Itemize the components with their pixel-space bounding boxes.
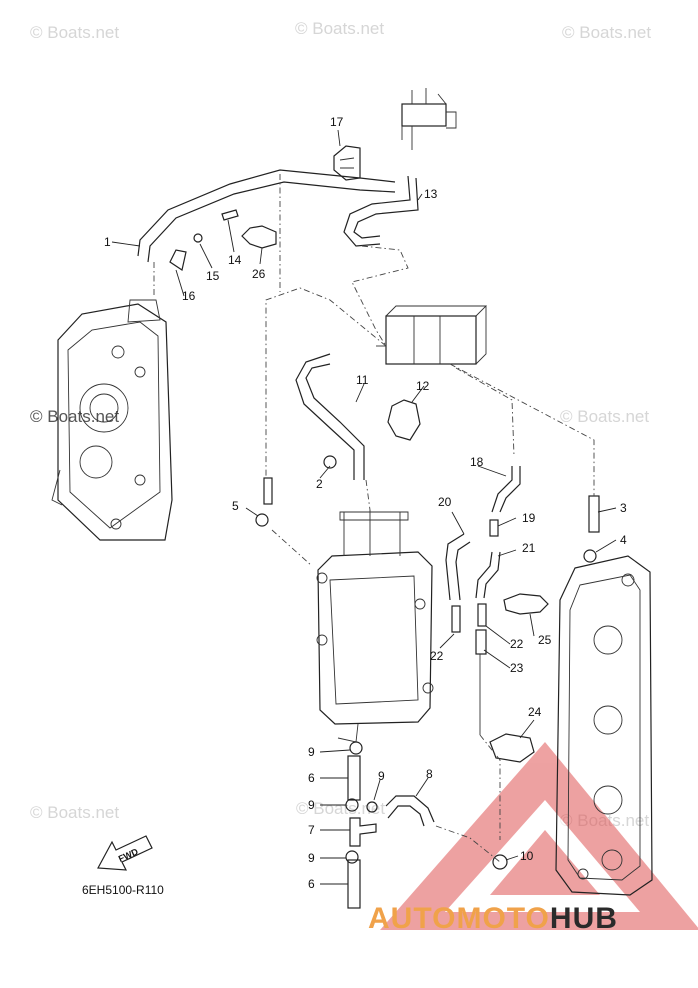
hose-16	[169, 249, 187, 271]
hose-13	[343, 175, 411, 247]
callout-1: 1	[104, 235, 111, 249]
joint-19	[489, 519, 499, 537]
tube-23	[475, 629, 487, 655]
watermark-left: © Boats.net	[30, 407, 119, 426]
callout-9d: 9	[308, 851, 315, 865]
tube-3	[588, 495, 600, 533]
callout-26: 26	[252, 267, 266, 281]
clip-9d	[345, 850, 359, 864]
joint-7	[349, 817, 377, 847]
joint-22-left	[451, 605, 461, 633]
clip-5	[255, 513, 269, 527]
cylinder-head-cover	[555, 555, 653, 896]
clip-9c	[366, 801, 378, 813]
hose-21	[475, 551, 493, 599]
joint-14	[221, 209, 239, 221]
callout-7: 7	[308, 823, 315, 837]
watermark-top-right: © Boats.net	[562, 23, 651, 42]
watermark-top-left: © Boats.net	[30, 23, 119, 42]
callout-9c: 9	[378, 769, 385, 783]
hose-1	[137, 169, 396, 257]
clamp-26	[241, 225, 277, 249]
watermark-right: © Boats.net	[560, 407, 649, 426]
clamp-12	[387, 399, 421, 441]
callout-19: 19	[522, 511, 536, 525]
clamp-25	[503, 593, 549, 615]
callout-9a: 9	[308, 745, 315, 759]
callout-9b: 9	[308, 798, 315, 812]
hose-18	[491, 466, 513, 513]
vapor-separator	[316, 510, 434, 743]
callout-6a: 6	[308, 771, 315, 785]
svg-text:FWD: FWD	[117, 846, 140, 864]
clip-2	[323, 455, 337, 469]
hose-20	[445, 533, 465, 601]
callout-23: 23	[510, 661, 524, 675]
routing-lines	[153, 174, 595, 863]
leader-lines	[111, 129, 617, 885]
tube-5	[263, 477, 273, 505]
callout-12: 12	[416, 379, 430, 393]
brand-part-2: HUB	[549, 902, 618, 935]
fwd-arrow-icon: FWD	[97, 835, 153, 871]
charcoal-canister	[376, 305, 488, 365]
diagram-code: 6EH5100-R110	[82, 883, 164, 897]
hose-11	[295, 353, 355, 480]
callout-8: 8	[426, 767, 433, 781]
callout-22a: 22	[430, 649, 444, 663]
callout-5: 5	[232, 499, 239, 513]
callout-6b: 6	[308, 877, 315, 891]
callout-16: 16	[182, 289, 196, 303]
joint-22-right	[477, 603, 487, 627]
callout-20: 20	[438, 495, 452, 509]
clip-4	[583, 549, 597, 563]
callout-18: 18	[470, 455, 484, 469]
brand-part-1: AUTOMOTO	[368, 902, 550, 935]
callout-14: 14	[228, 253, 242, 267]
intake-manifold	[51, 299, 173, 541]
watermark-bottom-left: © Boats.net	[30, 803, 119, 822]
callout-11: 11	[356, 373, 369, 387]
callout-22b: 22	[510, 637, 524, 651]
callout-17: 17	[330, 115, 344, 129]
solenoid-valve	[401, 88, 457, 150]
clamp-24	[489, 733, 535, 763]
callout-3: 3	[620, 501, 627, 515]
callout-10: 10	[520, 849, 534, 863]
callout-4: 4	[620, 533, 627, 547]
callout-15: 15	[206, 269, 220, 283]
watermark-bottom-center: © Boats.net	[296, 799, 385, 818]
hose-6-lower	[347, 859, 361, 909]
callout-25: 25	[538, 633, 552, 647]
callout-13: 13	[424, 187, 438, 201]
callout-24: 24	[528, 705, 542, 719]
callout-21: 21	[522, 541, 536, 555]
brand-triangle-logo	[380, 742, 698, 930]
hose-8	[385, 795, 435, 823]
brand-wordmark: AUTOMOTOHUB	[368, 902, 618, 936]
clip-9a	[349, 741, 363, 755]
hose-6-upper	[347, 755, 361, 801]
clip-10	[492, 854, 508, 870]
watermark-top-center: © Boats.net	[295, 19, 384, 38]
clamp-17	[333, 145, 361, 181]
joint-15	[193, 233, 203, 243]
callout-2: 2	[316, 477, 323, 491]
